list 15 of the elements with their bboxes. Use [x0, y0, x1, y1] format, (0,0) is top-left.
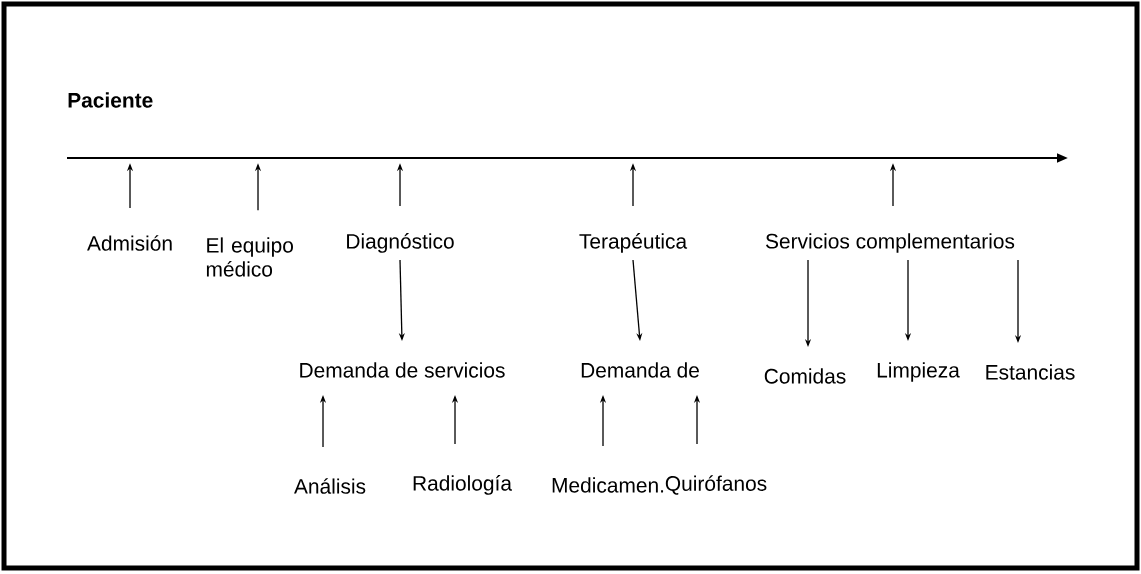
- node-label: Servicios complementarios: [765, 233, 1015, 253]
- node-label: Demanda de servicios: [300, 362, 505, 378]
- node-label: Radiología: [413, 475, 512, 495]
- node-label: Análisis: [294, 478, 366, 494]
- node-label: Terapéutica: [579, 233, 688, 253]
- node-label: Comidas: [764, 368, 846, 384]
- node-label: Medicamen.: [552, 477, 664, 493]
- node-label: Quirófanos: [665, 475, 767, 495]
- node-label: Demanda de: [581, 362, 699, 378]
- node-label: Limpieza: [877, 362, 960, 382]
- node-label: Estancias: [986, 364, 1075, 380]
- node-label: Diagnóstico: [347, 233, 454, 253]
- node-label: El equipo médico: [206, 237, 293, 277]
- node-label: Admisión: [87, 235, 172, 251]
- timeline-label: Paciente: [68, 92, 153, 108]
